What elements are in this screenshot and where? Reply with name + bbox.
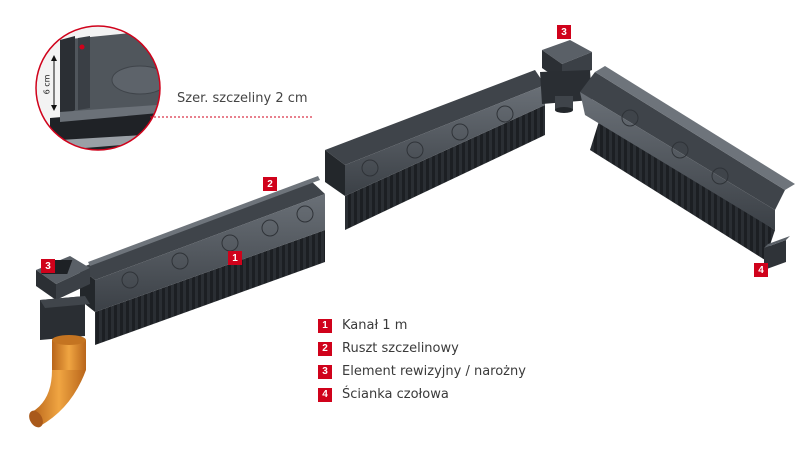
end-wall-element xyxy=(764,236,790,270)
legend-label: Kanał 1 m xyxy=(342,318,408,333)
marker-channel: 1 xyxy=(228,251,242,265)
slot-marker-dot xyxy=(79,44,85,50)
channel-segment-middle xyxy=(325,70,545,230)
slot-width-callout: Szer. szczeliny 2 cm xyxy=(177,91,308,106)
legend: 1 Kanał 1 m 2 Ruszt szczelinowy 3 Elemen… xyxy=(318,314,526,406)
legend-item-end-wall: 4 Ścianka czołowa xyxy=(318,383,526,406)
legend-label: Ruszt szczelinowy xyxy=(342,341,459,356)
channel-segment-right xyxy=(580,66,795,260)
legend-item-inspection: 3 Element rewizyjny / narożny xyxy=(318,360,526,383)
drain-pipe-elbow xyxy=(29,335,86,428)
legend-number: 2 xyxy=(318,341,332,356)
legend-item-grate: 2 Ruszt szczelinowy xyxy=(318,337,526,360)
channel-segment-left xyxy=(80,176,325,345)
marker-inspection-left: 3 xyxy=(41,259,55,273)
legend-number: 3 xyxy=(318,364,332,379)
slot-detail-zoom xyxy=(35,25,312,151)
legend-number: 4 xyxy=(318,387,332,402)
inspection-element-left xyxy=(36,256,90,340)
legend-label: Element rewizyjny / narożny xyxy=(342,364,526,379)
legend-label: Ścianka czołowa xyxy=(342,387,449,402)
legend-number: 1 xyxy=(318,318,332,333)
legend-item-channel: 1 Kanał 1 m xyxy=(318,314,526,337)
marker-inspection-corner: 3 xyxy=(557,25,571,39)
marker-end-wall: 4 xyxy=(754,263,768,277)
marker-grate: 2 xyxy=(263,177,277,191)
inspection-element-corner xyxy=(540,40,592,113)
height-dimension-label: 6 cm xyxy=(42,74,52,95)
